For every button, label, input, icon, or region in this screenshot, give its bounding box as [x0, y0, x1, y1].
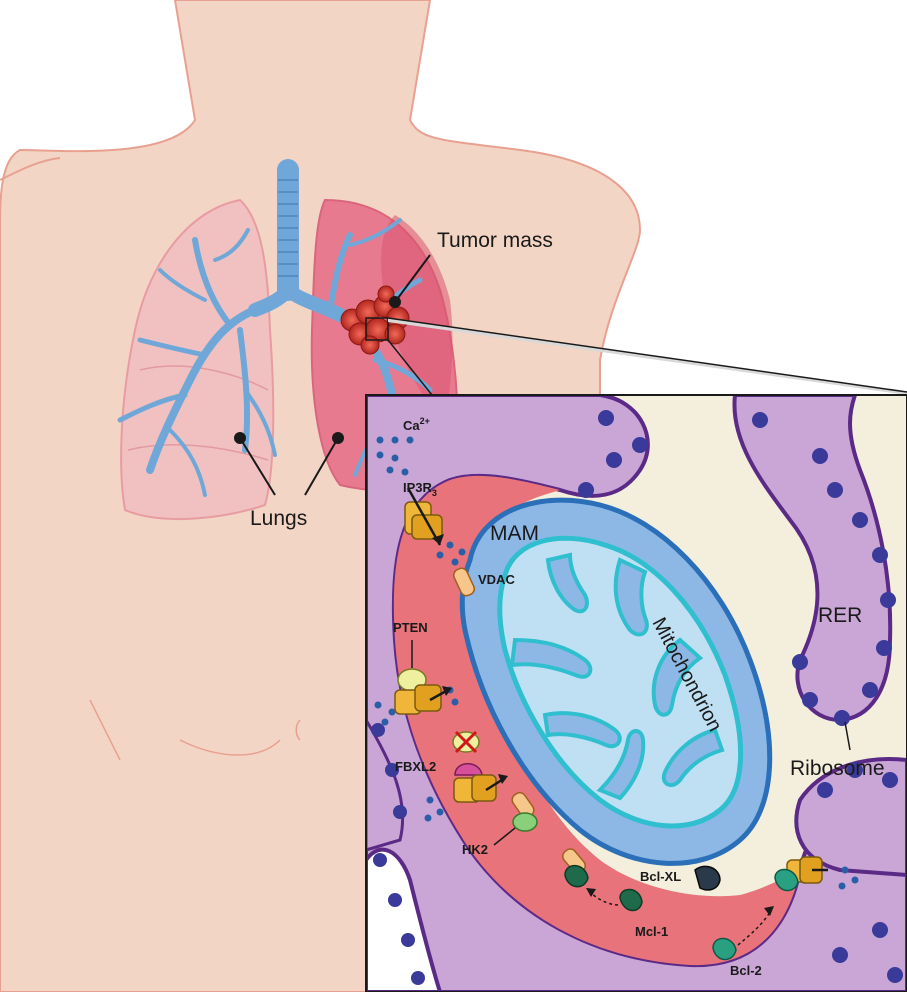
vdac-label: VDAC	[478, 572, 515, 587]
fbxl2-label: FBXL2	[395, 759, 436, 774]
ribosome-label: Ribosome	[790, 757, 885, 780]
cell-inset	[366, 395, 907, 992]
hk2-label: HK2	[462, 842, 488, 857]
bcl2-label: Bcl-2	[730, 963, 762, 978]
inhibited-pten-marker	[453, 732, 479, 752]
tumor-mass-label: Tumor mass	[437, 229, 553, 252]
bclxl-label: Bcl-XL	[640, 869, 681, 884]
pten-label: PTEN	[393, 620, 428, 635]
mcl1-label: Mcl-1	[635, 924, 668, 939]
rer-label: RER	[818, 604, 862, 627]
mam-label: MAM	[490, 522, 539, 545]
lungs-label: Lungs	[250, 507, 307, 530]
